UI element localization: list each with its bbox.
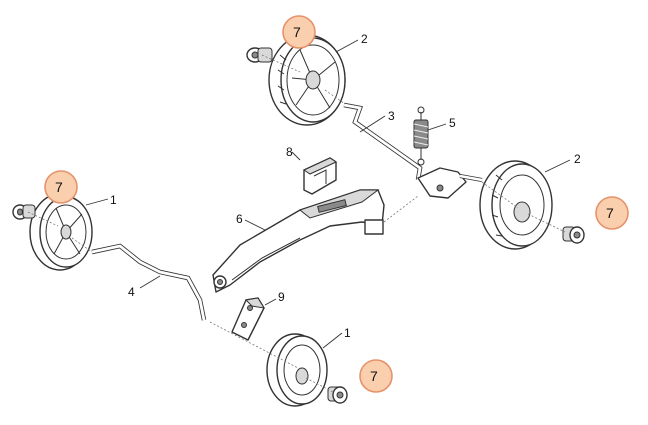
callout-7-bottom-label: 7 <box>370 368 378 384</box>
callout-9: 9 <box>278 290 285 304</box>
wheel-right-part <box>479 160 553 250</box>
spring-part <box>413 106 429 166</box>
callout-5: 5 <box>449 116 456 130</box>
callout-7-left-label: 7 <box>55 179 63 195</box>
callout-7-top: 7 <box>282 15 316 49</box>
clip-part <box>302 157 338 195</box>
wheel-left-part <box>29 193 93 271</box>
hub-cap-right-part <box>562 226 585 244</box>
callout-3: 3 <box>388 109 395 123</box>
callout-7-top-label: 7 <box>293 24 301 40</box>
hub-cap-left-part <box>12 204 36 220</box>
hub-cap-bottom-part <box>327 386 348 404</box>
callout-4: 4 <box>128 285 135 299</box>
rear-bracket-part <box>417 167 483 199</box>
wheel-top-part <box>268 34 346 126</box>
callout-7-left: 7 <box>44 170 78 204</box>
callout-1-bottom: 1 <box>344 326 351 340</box>
callout-7-right: 7 <box>595 196 629 230</box>
callout-7-bottom: 7 <box>359 359 393 393</box>
leader-lines <box>85 39 571 349</box>
callout-8: 8 <box>286 145 293 159</box>
rear-axle-part <box>343 102 423 181</box>
wheel-bottom-part <box>266 333 328 407</box>
frame-bar-part <box>212 189 385 293</box>
callout-7-right-label: 7 <box>606 205 614 221</box>
hub-cap-top-part <box>246 47 273 63</box>
front-axle-part <box>91 243 207 321</box>
assembly-axis-lines <box>27 54 566 393</box>
callout-2-right: 2 <box>574 152 581 166</box>
callout-2-top: 2 <box>361 32 368 46</box>
callout-6: 6 <box>236 212 243 226</box>
bracket-plate-part <box>231 297 265 341</box>
callout-1-left: 1 <box>110 193 117 207</box>
